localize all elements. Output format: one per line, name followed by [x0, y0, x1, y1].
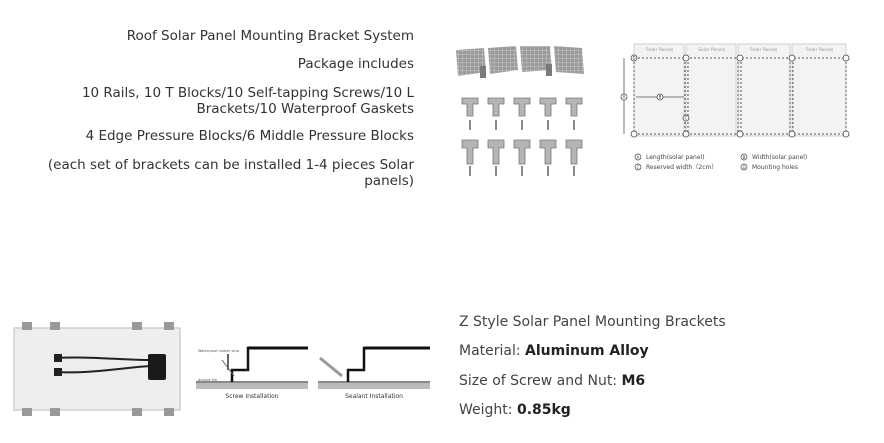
- screws: [469, 120, 575, 176]
- solar-panel-back-photo: [13, 322, 181, 416]
- marker-b: B: [659, 95, 662, 100]
- spec-weight-label: Weight:: [459, 402, 517, 418]
- z-bracket-3: [132, 322, 142, 330]
- product-title-z-bracket: Z Style Solar Panel Mounting Brackets: [459, 314, 726, 330]
- legend-d: Mounting holes: [752, 164, 798, 171]
- parts-photo: [456, 46, 584, 176]
- package-item-pressure-blocks: 4 Edge Pressure Blocks/6 Middle Pressure…: [85, 128, 414, 144]
- z-bracket-7: [132, 408, 142, 416]
- panel-layout-diagram: Solar Panels Solar Panels Solar Panels S…: [620, 43, 850, 171]
- panel-label-2: Solar Panels: [698, 47, 726, 53]
- package-item-note: (each set of brackets can be installed 1…: [47, 157, 414, 189]
- spec-weight: Weight: 0.85kg: [459, 402, 571, 418]
- screw-installation-diagram: Waterproof rubber strip ground tile Scre…: [196, 346, 308, 400]
- screw-installation-caption: Screw Installation: [225, 393, 278, 400]
- z-bracket-8: [164, 408, 174, 416]
- marker-c: C: [685, 116, 688, 121]
- package-heading: Package includes: [297, 56, 414, 72]
- junction-box: [148, 354, 166, 380]
- z-bracket-2: [50, 322, 60, 330]
- spec-material-label: Material:: [459, 343, 526, 359]
- panel-label-3: Solar Panels: [750, 47, 778, 53]
- package-item-rails: 10 Rails, 10 T Blocks/10 Self-tapping Sc…: [81, 85, 414, 117]
- solar-panel-1: [633, 43, 685, 137]
- panel-label-4: Solar Panels: [806, 47, 834, 53]
- solar-panel-4: [791, 43, 847, 137]
- rail-plates: [456, 46, 584, 78]
- product-title-roof-system: Roof Solar Panel Mounting Bracket System: [126, 28, 414, 44]
- spec-material: Material: Aluminum Alloy: [459, 343, 649, 359]
- z-bracket-6: [50, 408, 60, 416]
- sealant-installation-diagram: Sealant Installation: [318, 346, 430, 400]
- svg-text:C: C: [637, 165, 640, 170]
- z-bracket-4: [164, 322, 174, 330]
- spec-material-value: Aluminum Alloy: [525, 343, 649, 359]
- svg-text:A: A: [637, 155, 640, 160]
- spec-weight-value: 0.85kg: [516, 402, 571, 418]
- marker-a: A: [623, 95, 626, 100]
- legend-c: Reserved width（2cm）: [646, 164, 717, 171]
- solar-panel-3: [737, 43, 791, 137]
- spec-screw-size-label: Size of Screw and Nut:: [459, 373, 622, 389]
- z-bracket-5: [22, 408, 32, 416]
- bracket-row-2: [461, 139, 583, 165]
- spec-screw-size-value: M6: [621, 373, 646, 389]
- panel-label-1: Solar Panels: [646, 47, 674, 53]
- legend-b: Width(solar panel): [752, 154, 807, 161]
- solar-panel-2: [685, 43, 737, 137]
- z-bracket-1: [22, 322, 32, 330]
- marker-d: D: [632, 56, 635, 61]
- svg-text:B: B: [743, 155, 746, 160]
- legend-a: Length(solar panel): [646, 154, 705, 161]
- label-waterproof-strip: Waterproof rubber strip: [198, 349, 240, 353]
- spec-screw-size: Size of Screw and Nut: M6: [459, 373, 645, 389]
- svg-text:D: D: [742, 165, 745, 170]
- sealant-installation-caption: Sealant Installation: [345, 393, 403, 400]
- label-ground-tile: ground tile: [198, 378, 217, 382]
- bracket-row-1: [461, 97, 583, 117]
